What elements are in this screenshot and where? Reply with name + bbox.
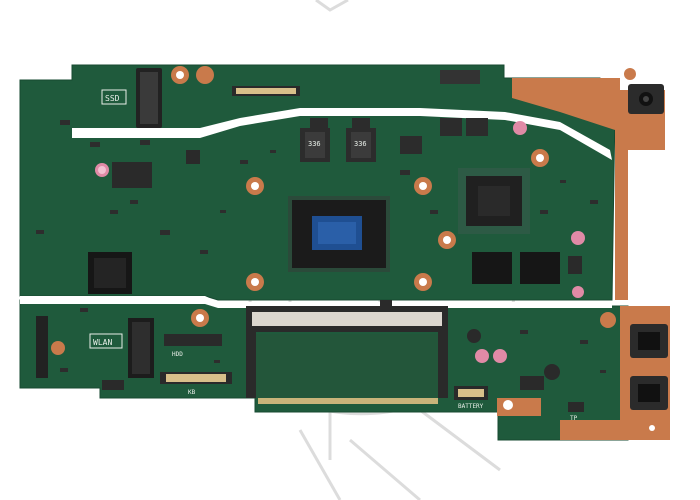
copper-bracket-top-right <box>512 78 665 300</box>
upper-small-chips <box>88 121 585 306</box>
hdd-connector: HDD KB <box>102 334 232 396</box>
inductors: 336 336 <box>300 118 488 162</box>
audio-jack <box>624 68 664 114</box>
tp-label: TP <box>570 415 578 422</box>
cpu-package <box>288 196 390 272</box>
top-connectors <box>232 70 480 96</box>
wlan-label: WLAN <box>93 338 112 347</box>
board-slot-middle <box>20 296 612 308</box>
inductor-code-2: 336 <box>354 140 367 148</box>
ram-slot <box>246 306 448 404</box>
inductor-code-1: 336 <box>308 140 321 148</box>
smd-components <box>36 120 606 373</box>
ssd-label: SSD <box>105 94 120 103</box>
wlan-slot: WLAN <box>36 309 209 378</box>
kb-label: KB <box>188 389 196 396</box>
battery-connector: BATTERY TP <box>454 386 584 422</box>
board-slot-top <box>72 108 612 160</box>
gpu-package <box>458 168 560 284</box>
ssd-slot: SSD <box>101 66 214 128</box>
usb-ports <box>467 312 668 435</box>
hdd-label: HDD <box>172 351 183 358</box>
battery-label: BATTERY <box>458 403 484 410</box>
